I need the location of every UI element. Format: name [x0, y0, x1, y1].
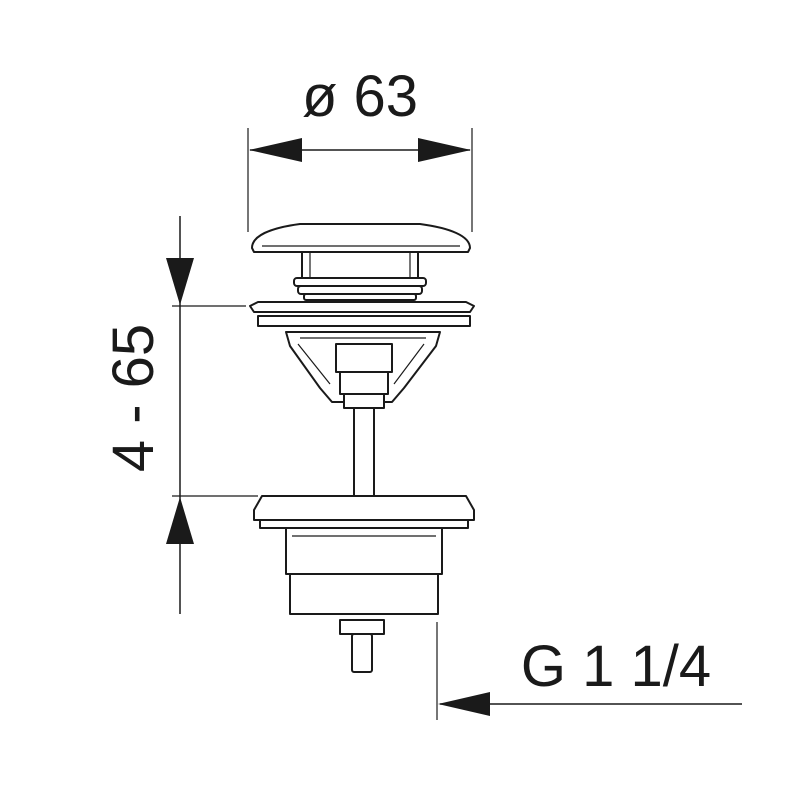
basin-flange — [249, 301, 475, 327]
height-arrow-top — [166, 258, 194, 305]
plug-cap — [251, 223, 471, 253]
lower-flange — [253, 495, 475, 529]
plug-cage — [285, 331, 441, 409]
bottom-stub — [339, 619, 385, 673]
diameter-label: ø 63 — [302, 64, 418, 129]
waste-body — [285, 527, 443, 615]
diameter-arrow-left — [249, 138, 302, 162]
height-arrow-bottom — [166, 497, 194, 544]
thread-label: G 1 1/4 — [521, 634, 711, 699]
thread-dimension: G 1 1/4 — [436, 622, 742, 720]
thread-arrow — [438, 692, 490, 716]
diameter-dimension: ø 63 — [247, 64, 473, 232]
plug-seal — [293, 277, 427, 301]
height-label: 4 - 65 — [101, 324, 166, 472]
height-dimension: 4 - 65 — [101, 216, 258, 614]
diameter-arrow-right — [418, 138, 471, 162]
plug-neck — [301, 251, 419, 279]
plug-spindle — [353, 407, 375, 499]
